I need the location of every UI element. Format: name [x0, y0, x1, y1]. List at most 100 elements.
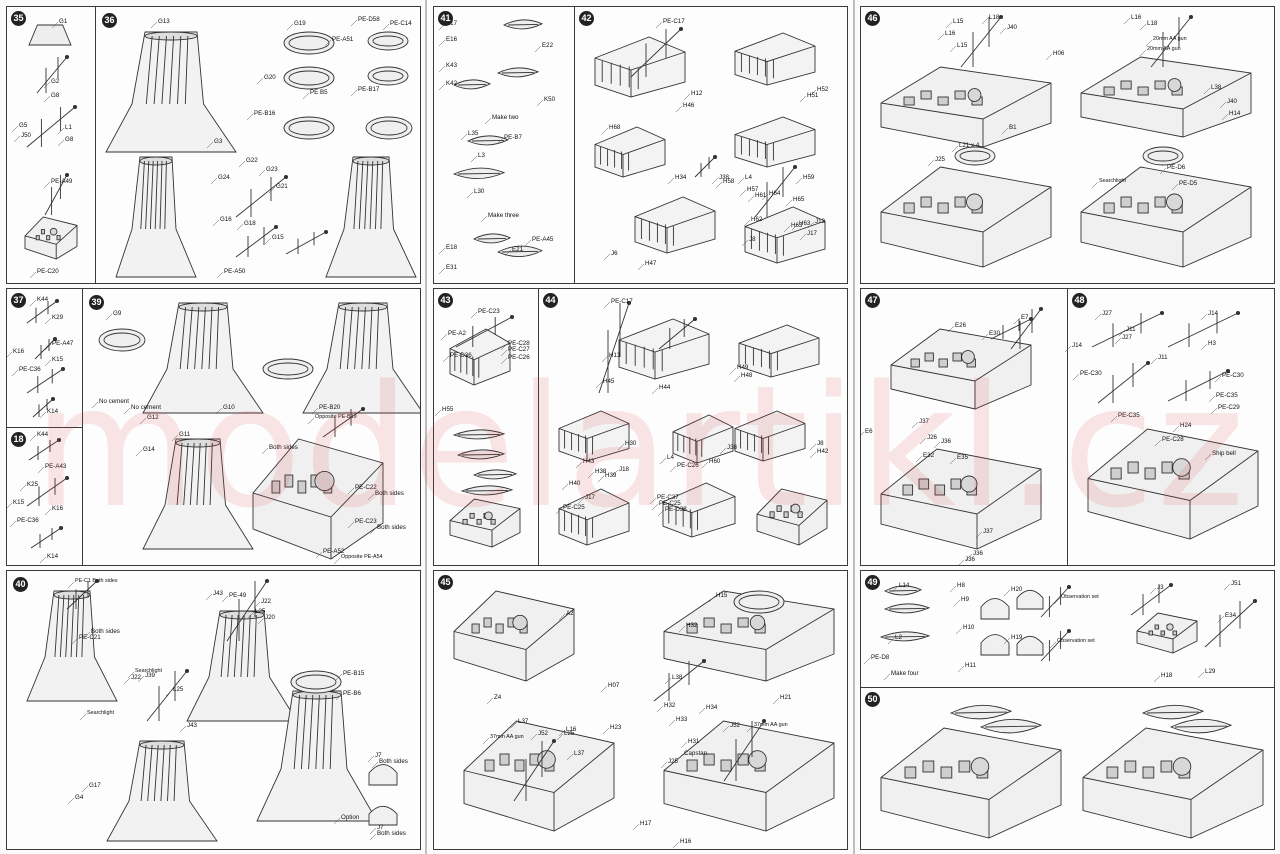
part-callout: J37 — [919, 418, 929, 425]
part-callout: H9 — [961, 596, 969, 603]
part-callout: H31 — [688, 738, 700, 745]
part-callout: G1 — [59, 18, 68, 25]
part-callout: Make two — [492, 114, 519, 121]
leader-line — [651, 387, 659, 395]
part-callout: H62 — [751, 216, 763, 223]
funnel-drawing — [142, 302, 264, 414]
rail-drawing — [1204, 598, 1258, 648]
house-drawing — [634, 196, 716, 254]
rail-drawing — [322, 406, 366, 438]
rail-drawing — [598, 300, 632, 394]
hull-drawing — [756, 488, 828, 546]
part-callout: G8 — [51, 92, 60, 99]
funnel-drawing — [26, 590, 118, 702]
part-callout: H06 — [1053, 50, 1065, 57]
leader-line — [1045, 53, 1053, 61]
part-callout: PE-C36 — [19, 366, 41, 373]
leader-line — [676, 753, 684, 761]
hull-drawing — [890, 328, 1032, 410]
part-callout: PE-D36 — [450, 352, 472, 359]
leader-line — [307, 417, 315, 425]
leader-line — [253, 601, 261, 609]
leader-line — [680, 741, 688, 749]
leader-line — [11, 125, 19, 133]
dome-drawing — [368, 764, 398, 786]
panel-divider — [7, 427, 82, 428]
part-callout: H45 — [603, 378, 615, 385]
leader-line — [887, 637, 895, 645]
rim-drawing — [1142, 146, 1184, 166]
boat-drawing — [472, 469, 518, 480]
part-callout: E6 — [865, 428, 873, 435]
leader-line — [722, 725, 730, 733]
part-callout: H16 — [680, 838, 692, 845]
boat-drawing — [502, 19, 544, 30]
house-drawing — [594, 126, 666, 178]
leader-line — [500, 349, 508, 357]
rail-drawing — [226, 578, 270, 642]
part-callout: H42 — [817, 448, 829, 455]
part-callout: H24 — [1180, 422, 1192, 429]
rim-drawing — [98, 328, 146, 352]
part-callout: H14 — [1229, 110, 1241, 117]
part-callout: G9 — [113, 310, 122, 317]
leader-line — [212, 219, 220, 227]
leader-line — [577, 497, 585, 505]
part-callout: H65 — [793, 196, 805, 203]
part-callout: Searchlight — [87, 710, 114, 716]
part-callout: J8 — [749, 236, 756, 243]
part-callout: PE-C30 — [1222, 372, 1244, 379]
part-callout: PE-B17 — [358, 86, 380, 93]
part-callout: PE-A47 — [52, 340, 74, 347]
leader-line — [799, 233, 807, 241]
part-callout: L15 — [953, 18, 964, 25]
leader-line — [953, 599, 961, 607]
part-callout: L2 — [895, 634, 902, 641]
leader-line — [434, 409, 442, 417]
leader-line — [500, 357, 508, 365]
part-callout: G4 — [75, 794, 84, 801]
leader-line — [949, 45, 957, 53]
hull-drawing — [24, 216, 78, 260]
hull-drawing — [463, 720, 615, 832]
house-drawing — [738, 324, 820, 378]
boat-drawing — [452, 79, 492, 90]
step-number: 40 — [13, 577, 28, 592]
leader-line — [975, 531, 983, 539]
part-callout: Ship bell — [1212, 450, 1236, 457]
part-callout: J51 — [1231, 580, 1241, 587]
assembly-illustration — [863, 582, 1258, 683]
leader-line — [247, 611, 255, 619]
part-callout: G18 — [244, 220, 256, 227]
part-callout: G21 — [276, 183, 288, 190]
part-callout: L3 — [478, 152, 485, 159]
leader-line — [951, 145, 959, 153]
page-gutter-1 — [425, 0, 427, 854]
part-callout: J3 — [1157, 584, 1164, 591]
boat-drawing — [883, 585, 923, 596]
part-callout: PE-B7 — [504, 134, 522, 141]
leader-line — [555, 507, 563, 515]
boat-drawing — [466, 135, 510, 146]
part-callout: K16 — [52, 505, 64, 512]
rail-drawing — [1150, 14, 1194, 68]
panel-divider — [82, 289, 83, 565]
rail-drawing — [1167, 368, 1231, 402]
part-callout: J17 — [585, 494, 595, 501]
leader-line — [672, 841, 680, 849]
part-callout: J20 — [265, 614, 275, 621]
part-callout: PE-C25 — [563, 504, 585, 511]
leader-line — [708, 595, 716, 603]
part-callout: G8 — [65, 136, 74, 143]
leader-line — [44, 359, 52, 367]
part-callout: J52 — [730, 722, 740, 729]
leader-line — [981, 17, 989, 25]
part-callout: Searchlight — [1099, 178, 1126, 184]
part-callout: E22 — [542, 42, 554, 49]
part-callout: L38 — [1211, 84, 1222, 91]
